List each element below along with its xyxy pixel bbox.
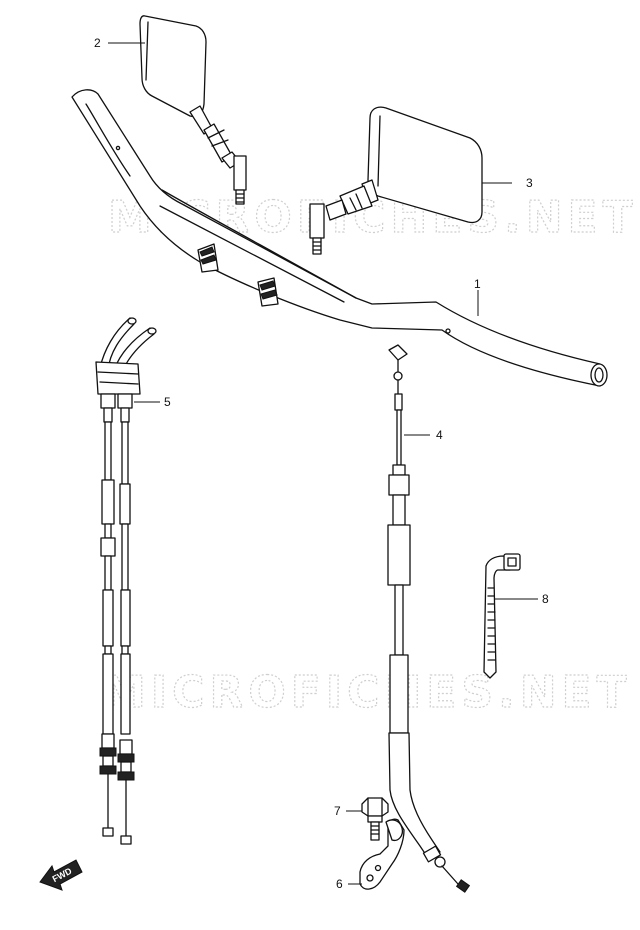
leader-lines: [108, 42, 538, 885]
cable-bracket-icon[interactable]: [359, 818, 405, 890]
fwd-arrow-icon: FWD: [39, 859, 83, 891]
callout-6: 6: [336, 877, 343, 891]
cable-tie-icon[interactable]: [483, 553, 521, 679]
mirror-right-icon[interactable]: [309, 106, 483, 255]
clutch-cable-icon[interactable]: [387, 344, 471, 893]
callout-1: 1: [474, 277, 481, 291]
bolt-icon[interactable]: [361, 797, 389, 841]
callout-7: 7: [334, 804, 341, 818]
mirror-left-icon[interactable]: [139, 15, 247, 205]
callout-2: 2: [94, 36, 101, 50]
callout-3: 3: [526, 176, 533, 190]
throttle-cable-icon[interactable]: [95, 317, 157, 845]
watermark-bottom: MICROFICHES.NET: [102, 667, 632, 718]
handlebar-icon[interactable]: [71, 89, 608, 387]
callout-8: 8: [542, 592, 549, 606]
callout-5: 5: [164, 395, 171, 409]
callout-4: 4: [436, 428, 443, 442]
